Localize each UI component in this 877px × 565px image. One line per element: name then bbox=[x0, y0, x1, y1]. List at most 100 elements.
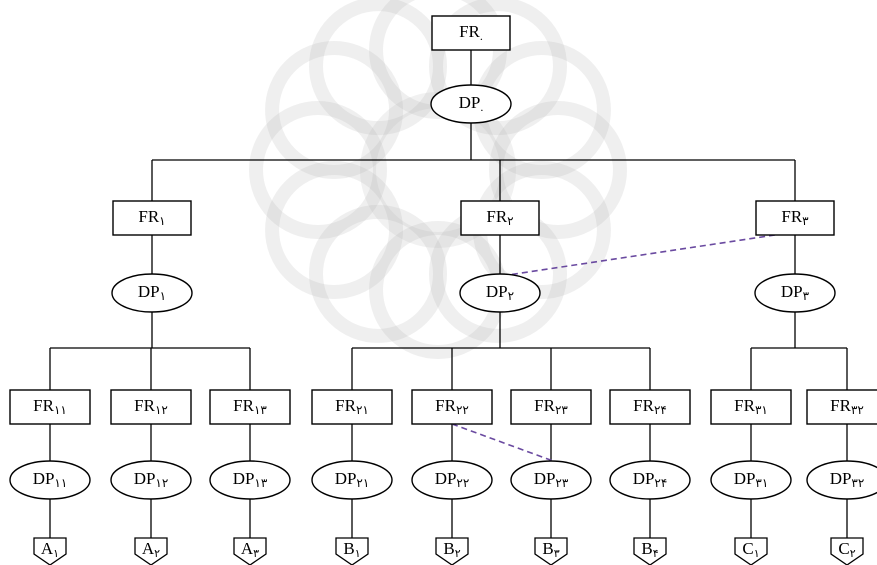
node-fr22-label: FR۲۲ bbox=[435, 396, 469, 417]
node-dp1-ellipse bbox=[111, 273, 193, 313]
node-leaf-A2-shape bbox=[134, 537, 168, 565]
node-dp24: DP۲۴ bbox=[609, 460, 691, 500]
node-dp23: DP۲۳ bbox=[510, 460, 592, 500]
node-fr24-label: FR۲۴ bbox=[633, 396, 667, 417]
node-leaf-B4: B۴ bbox=[633, 537, 667, 565]
node-dp32-ellipse bbox=[806, 460, 877, 500]
node-leaf-C1: C۱ bbox=[734, 537, 768, 565]
node-dp3-label: DP۳ bbox=[781, 282, 810, 303]
node-leaf-A2: A۲ bbox=[134, 537, 168, 565]
node-fr32-label: FR۳۲ bbox=[830, 396, 864, 417]
node-dp-root-ellipse bbox=[430, 84, 512, 124]
node-dp-root: DP. bbox=[430, 84, 512, 124]
node-fr21-label: FR۲۱ bbox=[335, 396, 369, 417]
node-fr3-label-base: FR bbox=[781, 207, 802, 226]
node-fr31-label-subscript: ۳۱ bbox=[755, 403, 768, 417]
node-dp23-ellipse bbox=[510, 460, 592, 500]
node-dp13: DP۱۳ bbox=[209, 460, 291, 500]
node-fr3: FR۳ bbox=[755, 200, 835, 236]
node-fr3-box bbox=[755, 200, 835, 236]
node-dp32-label-base: DP bbox=[830, 469, 852, 488]
node-fr2: FR۲ bbox=[460, 200, 540, 236]
node-dp22-label: DP۲۲ bbox=[435, 469, 470, 490]
dashed-link-fr3-dp2 bbox=[507, 234, 776, 276]
node-fr24-label-base: FR bbox=[633, 396, 654, 415]
node-fr23-box bbox=[510, 389, 592, 425]
node-dp11-label-subscript: ۱۱ bbox=[54, 476, 67, 490]
node-leaf-A1-label-subscript: ۱ bbox=[53, 548, 59, 560]
watermark-petal bbox=[489, 101, 627, 239]
node-fr-root-box bbox=[431, 15, 511, 51]
node-dp13-label: DP۱۳ bbox=[233, 469, 268, 490]
node-leaf-B4-label-base: B bbox=[641, 539, 652, 558]
node-leaf-C2-shape bbox=[830, 537, 864, 565]
node-fr11-label-subscript: ۱۱ bbox=[54, 403, 67, 417]
node-dp-root-label: DP. bbox=[459, 93, 484, 114]
node-fr2-label: FR۲ bbox=[486, 207, 513, 228]
node-fr32-label-base: FR bbox=[830, 396, 851, 415]
node-dp22-label-subscript: ۲۲ bbox=[456, 476, 469, 490]
node-dp-root-label-base: DP bbox=[459, 93, 481, 112]
node-dp21-label-base: DP bbox=[335, 469, 357, 488]
node-dp3: DP۳ bbox=[754, 273, 836, 313]
node-leaf-A2-label-base: A bbox=[142, 539, 155, 558]
node-dp32-label: DP۳۲ bbox=[830, 469, 865, 490]
node-dp12-label-subscript: ۱۲ bbox=[155, 476, 168, 490]
watermark-petal bbox=[429, 0, 567, 136]
watermark-petal bbox=[309, 204, 447, 343]
coupling-links bbox=[451, 234, 776, 463]
node-leaf-B1-label-subscript: ۱ bbox=[355, 548, 361, 560]
node-leaf-A2-label: A۲ bbox=[142, 539, 160, 560]
node-fr11: FR۱۱ bbox=[9, 389, 91, 425]
node-dp12-label: DP۱۲ bbox=[134, 469, 169, 490]
node-dp21-ellipse bbox=[311, 460, 393, 500]
node-leaf-C1-shape bbox=[734, 537, 768, 565]
node-fr12: FR۱۲ bbox=[110, 389, 192, 425]
node-dp1-label-base: DP bbox=[138, 282, 160, 301]
node-fr11-label-base: FR bbox=[33, 396, 54, 415]
node-leaf-B2: B۲ bbox=[435, 537, 469, 565]
node-fr31-label-base: FR bbox=[734, 396, 755, 415]
node-leaf-B4-label: B۴ bbox=[641, 539, 658, 560]
watermark-petal bbox=[309, 0, 447, 136]
node-leaf-A3-label-base: A bbox=[241, 539, 254, 558]
node-dp1-label-subscript: ۱ bbox=[160, 289, 166, 303]
node-fr32-label-subscript: ۳۲ bbox=[851, 403, 864, 417]
node-fr1-label-subscript: ۱ bbox=[159, 214, 165, 228]
node-leaf-C2-label: C۲ bbox=[838, 539, 855, 560]
node-leaf-C1-label-subscript: ۱ bbox=[754, 548, 760, 560]
node-leaf-B2-label: B۲ bbox=[443, 539, 460, 560]
node-fr11-label: FR۱۱ bbox=[33, 396, 67, 417]
node-leaf-B2-label-subscript: ۲ bbox=[455, 548, 461, 560]
node-dp12: DP۱۲ bbox=[110, 460, 192, 500]
node-fr21-label-base: FR bbox=[335, 396, 356, 415]
node-fr22-label-base: FR bbox=[435, 396, 456, 415]
node-dp23-label: DP۲۳ bbox=[534, 469, 569, 490]
node-fr32-box bbox=[806, 389, 877, 425]
node-fr21-label-subscript: ۲۱ bbox=[356, 403, 369, 417]
node-fr-root-label: FR. bbox=[459, 22, 483, 43]
node-leaf-B4-label-subscript: ۴ bbox=[653, 548, 659, 560]
node-fr31: FR۳۱ bbox=[710, 389, 792, 425]
node-dp32-label-subscript: ۳۲ bbox=[851, 476, 864, 490]
node-fr21-box bbox=[311, 389, 393, 425]
node-leaf-B1-label-base: B bbox=[343, 539, 354, 558]
tree-nodes: FR.DP.FR۱DP۱FR۱۱DP۱۱A۱FR۱۲DP۱۲A۲FR۱۳DP۱۳… bbox=[9, 15, 877, 565]
node-dp31-label-base: DP bbox=[734, 469, 756, 488]
node-dp22-ellipse bbox=[411, 460, 493, 500]
node-fr31-box bbox=[710, 389, 792, 425]
node-fr21: FR۲۱ bbox=[311, 389, 393, 425]
node-dp21-label-subscript: ۲۱ bbox=[356, 476, 369, 490]
node-dp21: DP۲۱ bbox=[311, 460, 393, 500]
node-fr24-label-subscript: ۲۴ bbox=[654, 403, 667, 417]
node-leaf-B3-shape bbox=[534, 537, 568, 565]
node-dp24-label-subscript: ۲۴ bbox=[654, 476, 667, 490]
node-dp31-ellipse bbox=[710, 460, 792, 500]
node-leaf-B3: B۳ bbox=[534, 537, 568, 565]
tree-edges bbox=[49, 50, 848, 538]
node-fr12-label-base: FR bbox=[134, 396, 155, 415]
node-fr22-box bbox=[411, 389, 493, 425]
node-leaf-C1-label: C۱ bbox=[742, 539, 759, 560]
node-dp2: DP۲ bbox=[459, 273, 541, 313]
